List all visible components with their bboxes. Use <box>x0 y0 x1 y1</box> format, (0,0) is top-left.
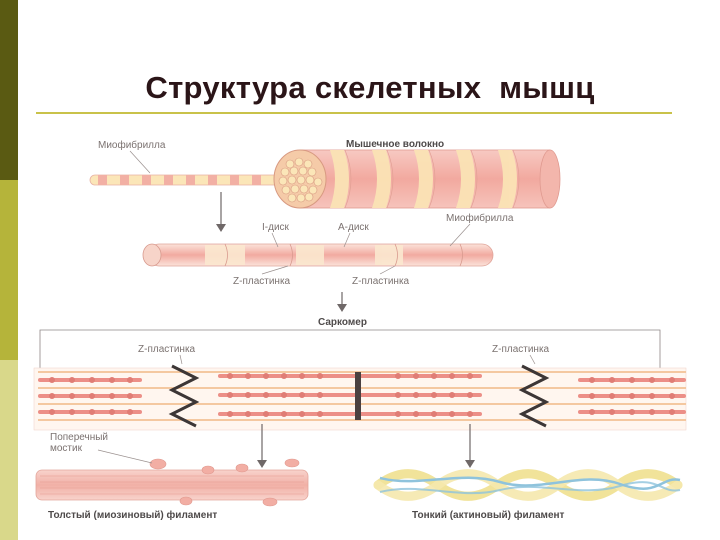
m-line <box>355 372 361 420</box>
thick-filament: Поперечный мостик Толстый (миозиновый) ф… <box>35 432 309 521</box>
myofibril-strand <box>89 174 281 186</box>
arrows-to-filaments <box>257 424 475 468</box>
label-i-disk: I-диск <box>262 222 290 233</box>
label-z-plate-right: Z-пластинка <box>352 276 410 287</box>
slide-title: Структура скелетных мышц <box>145 70 595 105</box>
sidebar-stripe-dark <box>0 0 18 180</box>
label-thick-filament: Толстый (миозиновый) филамент <box>48 509 217 521</box>
z-plate-zigzag-right <box>518 364 550 428</box>
label-thin-filament: Тонкий (актиновый) филамент <box>412 509 565 521</box>
sarcomere-filaments <box>33 364 687 431</box>
label-cross-bridge-1: Поперечный <box>50 432 108 443</box>
sarcomere-bracket: Саркомер Z-пластинка Z-пластинка <box>39 317 661 368</box>
myofibril-tube: I-диск А-диск Миофибрилла Z-пластинка Z-… <box>142 212 514 287</box>
label-cross-bridge-2: мостик <box>50 443 83 454</box>
z-plate-zigzag-left <box>168 364 200 428</box>
sidebar-stripe-light <box>0 360 18 540</box>
label-sarcomere: Саркомер <box>318 317 367 328</box>
fiber-bands <box>330 150 517 208</box>
label-z-plate-left: Z-пластинка <box>233 276 291 287</box>
label-muscle-fiber: Мышечное волокно <box>346 139 444 150</box>
thin-filament: Тонкий (актиновый) филамент <box>373 469 683 521</box>
sidebar-stripe-mid <box>0 180 18 360</box>
arrow-fiber-to-myofibril <box>216 192 226 232</box>
label-z-plate-sarc-left: Z-пластинка <box>138 344 196 355</box>
label-z-plate-sarc-right: Z-пластинка <box>492 344 550 355</box>
label-myofibril-top: Миофибрилла <box>98 139 166 151</box>
muscle-fiber: Миофибрилла Мышечное волокно <box>89 139 561 209</box>
label-myofibril-right: Миофибрилла <box>446 212 514 224</box>
arrow-myofibril-to-sarcomere <box>337 292 347 312</box>
label-a-disk: А-диск <box>338 222 369 233</box>
title-underline <box>36 112 672 114</box>
